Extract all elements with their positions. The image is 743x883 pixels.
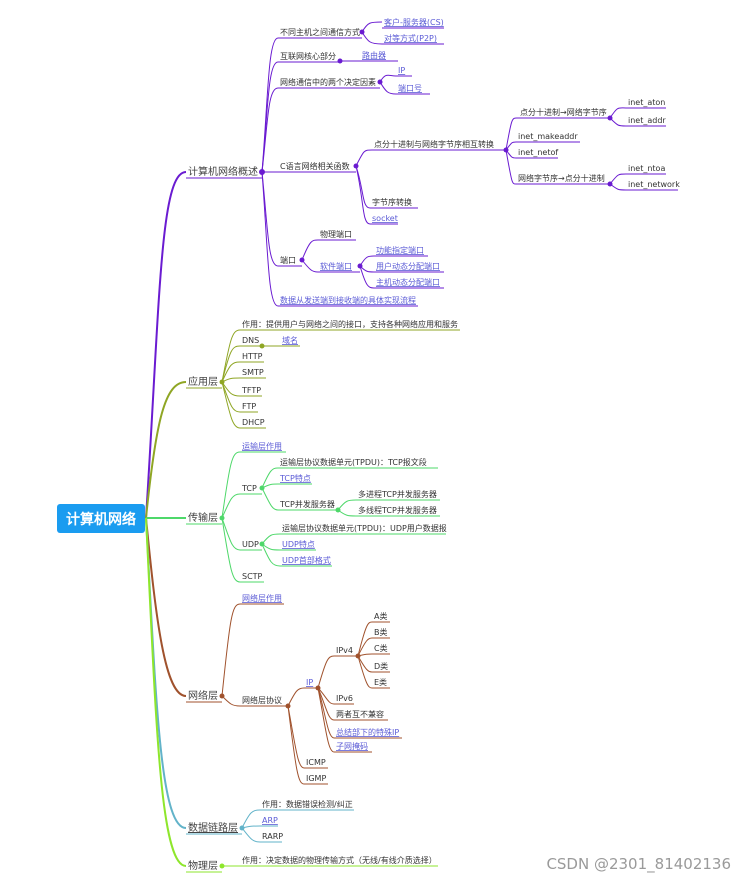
node-port-c1[interactable]: 功能指定端口 bbox=[376, 245, 424, 255]
node-comm[interactable]: 不同主机之间通信方式 bbox=[280, 27, 360, 37]
node-software-port[interactable]: 软件端口 bbox=[320, 261, 352, 271]
node-arp[interactable]: ARP bbox=[262, 816, 278, 825]
overview-label[interactable]: 计算机网络概述 bbox=[188, 165, 258, 178]
node-mask[interactable]: 子网掩码 bbox=[336, 741, 368, 751]
node-funcs[interactable]: C语言网络相关函数 bbox=[280, 161, 350, 171]
branch-app bbox=[186, 329, 460, 429]
node-dhcp[interactable]: DHCP bbox=[242, 418, 265, 427]
node-icmp[interactable]: ICMP bbox=[306, 758, 326, 767]
branch-overview bbox=[186, 21, 678, 307]
node-addr[interactable]: inet_addr bbox=[628, 116, 666, 125]
node-igmp[interactable]: IGMP bbox=[306, 774, 326, 783]
node-byteorder[interactable]: 字节序转换 bbox=[372, 197, 412, 207]
node-core[interactable]: 互联网核心部分 bbox=[280, 51, 336, 61]
node-netof[interactable]: inet_netof bbox=[518, 148, 558, 157]
node-udp-fmt[interactable]: UDP首部格式 bbox=[282, 555, 331, 565]
node-transport-role[interactable]: 运输层作用 bbox=[242, 441, 282, 451]
node-factors[interactable]: 网络通信中的两个决定因素 bbox=[280, 77, 376, 87]
edge-root-physical bbox=[145, 517, 187, 867]
branch-transport bbox=[186, 451, 446, 583]
node-class-c[interactable]: C类 bbox=[374, 643, 388, 653]
node-makeaddr[interactable]: inet_makeaddr bbox=[518, 132, 578, 141]
node-http[interactable]: HTTP bbox=[242, 352, 263, 361]
node-class-a[interactable]: A类 bbox=[374, 611, 387, 621]
node-class-e[interactable]: E类 bbox=[374, 677, 387, 687]
node-router[interactable]: 路由器 bbox=[362, 50, 386, 60]
node-tcp-feat[interactable]: TCP特点 bbox=[279, 473, 311, 483]
node-p2n[interactable]: 点分十进制与网络字节序相互转换 bbox=[374, 139, 494, 149]
node-tcp-mp[interactable]: 多进程TCP并发服务器 bbox=[358, 489, 437, 499]
node-tcp-pdu[interactable]: 运输层协议数据单元(TPDU)：TCP报文段 bbox=[280, 457, 427, 467]
branch-network bbox=[186, 603, 402, 785]
network-label[interactable]: 网络层 bbox=[188, 689, 218, 702]
node-ip-proto[interactable]: IP bbox=[306, 678, 313, 687]
edge-root-network bbox=[145, 517, 187, 697]
node-domain[interactable]: 域名 bbox=[282, 335, 298, 345]
edge-root-datalink bbox=[145, 517, 187, 829]
node-ftp[interactable]: FTP bbox=[242, 402, 256, 411]
node-datalink-role[interactable]: 作用：数据错误检测/纠正 bbox=[262, 799, 353, 809]
node-network-proto[interactable]: 网络层协议 bbox=[242, 695, 282, 705]
node-network-role[interactable]: 网络层作用 bbox=[242, 593, 282, 603]
node-class-b[interactable]: B类 bbox=[374, 627, 388, 637]
root-label: 计算机网络 bbox=[66, 511, 136, 528]
node-network-func[interactable]: inet_network bbox=[628, 180, 680, 189]
node-udp-feat[interactable]: UDP特点 bbox=[282, 539, 315, 549]
node-special-ip[interactable]: 总结部下的特殊IP bbox=[336, 727, 399, 737]
datalink-label[interactable]: 数据链路层 bbox=[188, 821, 238, 834]
node-port-c3[interactable]: 主机动态分配端口 bbox=[376, 277, 440, 287]
transport-label[interactable]: 传输层 bbox=[188, 511, 218, 524]
node-rarp[interactable]: RARP bbox=[262, 832, 283, 841]
node-tcp-server[interactable]: TCP并发服务器 bbox=[279, 499, 335, 509]
node-ipv6[interactable]: IPv6 bbox=[336, 694, 353, 703]
node-port-c2[interactable]: 用户动态分配端口 bbox=[376, 261, 440, 271]
node-udp-pdu[interactable]: 运输层协议数据单元(TPDU)：UDP用户数据报 bbox=[282, 523, 447, 533]
branch-datalink bbox=[186, 809, 354, 843]
node-ipv4[interactable]: IPv4 bbox=[336, 646, 353, 655]
root-node[interactable] bbox=[57, 504, 145, 533]
physical-label[interactable]: 物理层 bbox=[188, 859, 218, 872]
node-p2n-a[interactable]: 点分十进制→网络字节序 bbox=[520, 107, 607, 117]
node-port-number[interactable]: 端口号 bbox=[398, 83, 422, 93]
node-dns[interactable]: DNS bbox=[242, 336, 259, 345]
node-port[interactable]: 端口 bbox=[280, 255, 296, 265]
node-smtp[interactable]: SMTP bbox=[242, 368, 264, 377]
watermark: CSDN @2301_81402136 bbox=[546, 855, 731, 873]
node-flow[interactable]: 数据从发送端到接收端的具体实现流程 bbox=[280, 295, 416, 305]
node-p2p[interactable]: 对等方式(P2P) bbox=[384, 33, 437, 43]
edge-root-app bbox=[145, 381, 187, 519]
node-ip[interactable]: IP bbox=[398, 66, 405, 75]
node-tcp[interactable]: TCP bbox=[241, 484, 257, 493]
node-tftp[interactable]: TFTP bbox=[241, 386, 261, 395]
node-aton[interactable]: inet_aton bbox=[628, 98, 665, 107]
node-physical-role[interactable]: 作用：决定数据的物理传输方式（无线/有线介质选择） bbox=[242, 855, 437, 865]
node-physical-port[interactable]: 物理端口 bbox=[320, 229, 352, 239]
node-sctp[interactable]: SCTP bbox=[242, 572, 263, 581]
edge-root-overview bbox=[145, 171, 187, 519]
node-compat[interactable]: 两者互不兼容 bbox=[336, 709, 384, 719]
node-udp[interactable]: UDP bbox=[242, 540, 259, 549]
node-app-role[interactable]: 作用：提供用户与网络之间的接口，支持各种网络应用和服务 bbox=[242, 319, 458, 329]
node-class-d[interactable]: D类 bbox=[374, 661, 388, 671]
node-socket[interactable]: socket bbox=[372, 214, 398, 223]
node-tcp-mt[interactable]: 多线程TCP并发服务器 bbox=[358, 505, 437, 515]
node-ntoa[interactable]: inet_ntoa bbox=[628, 164, 665, 173]
node-p2n-b[interactable]: 网络字节序→点分十进制 bbox=[518, 173, 605, 183]
node-cs[interactable]: 客户-服务器(CS) bbox=[384, 17, 444, 27]
app-label[interactable]: 应用层 bbox=[188, 375, 218, 388]
